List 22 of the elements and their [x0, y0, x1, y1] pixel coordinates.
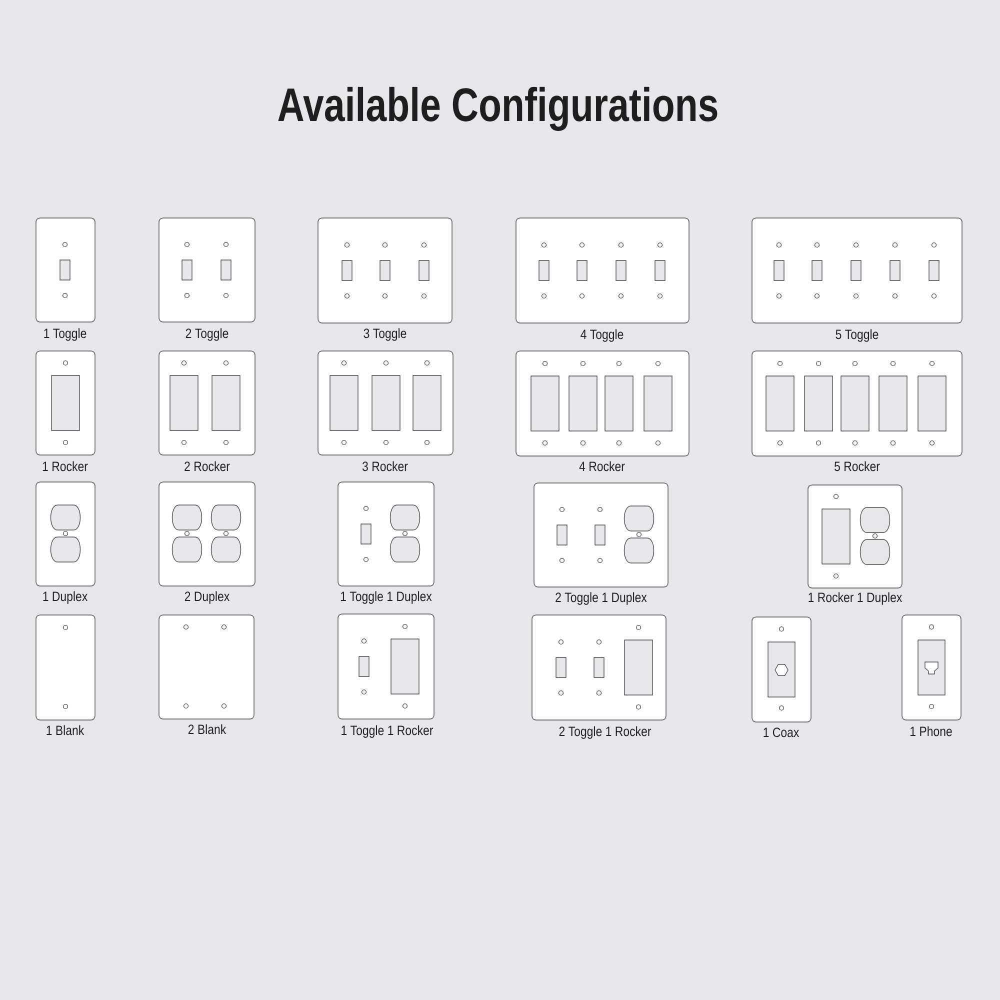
caption: 1 Phone — [910, 726, 952, 736]
title: Available Configurations — [278, 86, 718, 131]
caption: 1 Duplex — [43, 591, 88, 604]
caption: 4 Rocker — [579, 461, 625, 472]
caption: 1 Toggle 1 Rocker — [342, 725, 434, 738]
caption: 3 Toggle — [364, 328, 406, 341]
caption: 1 Coax — [764, 728, 800, 738]
caption: 1 Toggle 1 Duplex — [340, 591, 432, 604]
caption: 2 Toggle 1 Rocker — [559, 726, 652, 739]
caption: 5 Toggle — [836, 329, 878, 342]
caption: 1 Rocker 1 Duplex — [808, 592, 902, 605]
caption: 2 Toggle 1 Duplex — [556, 592, 647, 605]
caption: 2 Duplex — [184, 591, 230, 604]
caption: 1 Blank — [46, 725, 84, 736]
caption: 4 Toggle — [580, 329, 624, 342]
caption: 2 Toggle — [186, 328, 228, 341]
caption: 1 Toggle — [44, 328, 86, 341]
caption: 2 Rocker — [184, 461, 230, 472]
caption: 1 Rocker — [42, 461, 88, 472]
caption: 3 Rocker — [362, 461, 408, 472]
caption: 2 Blank — [188, 724, 226, 734]
caption: 5 Rocker — [834, 461, 880, 472]
